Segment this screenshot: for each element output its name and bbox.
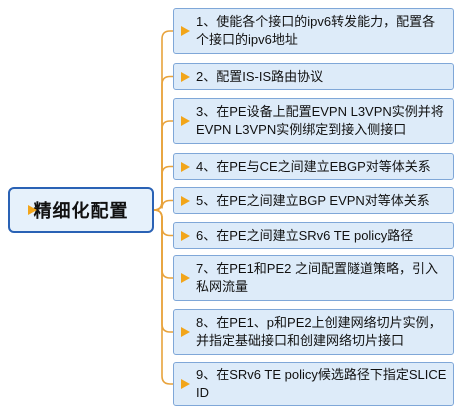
flag-icon: [181, 273, 190, 283]
step-label: 1、使能各个接口的ipv6转发能力，配置各个接口的ipv6地址: [196, 14, 436, 47]
step-label: 3、在PE设备上配置EVPN L3VPN实例并将EVPN L3VPN实例绑定到接…: [196, 104, 444, 137]
step-node-7: 7、在PE1和PE2 之间配置隧道策略，引入私网流量: [173, 255, 454, 301]
flag-icon: [181, 161, 190, 172]
flag-icon: [181, 195, 190, 206]
step-node-9: 9、在SRv6 TE policy候选路径下指定SLICE ID: [173, 362, 454, 406]
connector-line: [153, 30, 173, 211]
step-label: 7、在PE1和PE2 之间配置隧道策略，引入私网流量: [196, 261, 438, 294]
step-label: 8、在PE1、p和PE2上创建网络切片实例，并指定基础接口和创建网络切片接口: [196, 315, 442, 348]
flag-icon: [28, 205, 37, 215]
step-label: 9、在SRv6 TE policy候选路径下指定SLICE ID: [196, 367, 447, 400]
step-label: 6、在PE之间建立SRv6 TE policy路径: [196, 227, 414, 243]
connector-line: [153, 120, 173, 211]
root-label: 精细化配置: [33, 201, 129, 221]
step-node-8: 8、在PE1、p和PE2上创建网络切片实例，并指定基础接口和创建网络切片接口: [173, 309, 454, 355]
step-node-1: 1、使能各个接口的ipv6转发能力，配置各个接口的ipv6地址: [173, 8, 454, 54]
connector-line: [153, 209, 173, 237]
connector-line: [153, 209, 173, 333]
step-node-5: 5、在PE之间建立BGP EVPN对等体关系: [173, 187, 454, 214]
flag-icon: [181, 327, 190, 337]
flag-icon: [181, 379, 190, 389]
step-node-3: 3、在PE设备上配置EVPN L3VPN实例并将EVPN L3VPN实例绑定到接…: [173, 98, 454, 144]
root-node: 精细化配置: [8, 187, 154, 233]
step-node-6: 6、在PE之间建立SRv6 TE policy路径: [173, 222, 454, 249]
flag-icon: [181, 230, 190, 241]
flag-icon: [181, 116, 190, 126]
connector-line: [153, 209, 173, 279]
step-node-2: 2、配置IS-IS路由协议: [173, 63, 454, 90]
connector-line: [153, 75, 173, 211]
connector-line: [153, 199, 173, 211]
step-label: 2、配置IS-IS路由协议: [196, 68, 324, 84]
step-label: 4、在PE与CE之间建立EBGP对等体关系: [196, 158, 431, 174]
flag-icon: [181, 71, 190, 82]
flag-icon: [181, 26, 190, 36]
step-label: 5、在PE之间建立BGP EVPN对等体关系: [196, 192, 430, 208]
connector-line: [153, 209, 173, 385]
step-node-4: 4、在PE与CE之间建立EBGP对等体关系: [173, 153, 454, 180]
connector-line: [153, 165, 173, 211]
